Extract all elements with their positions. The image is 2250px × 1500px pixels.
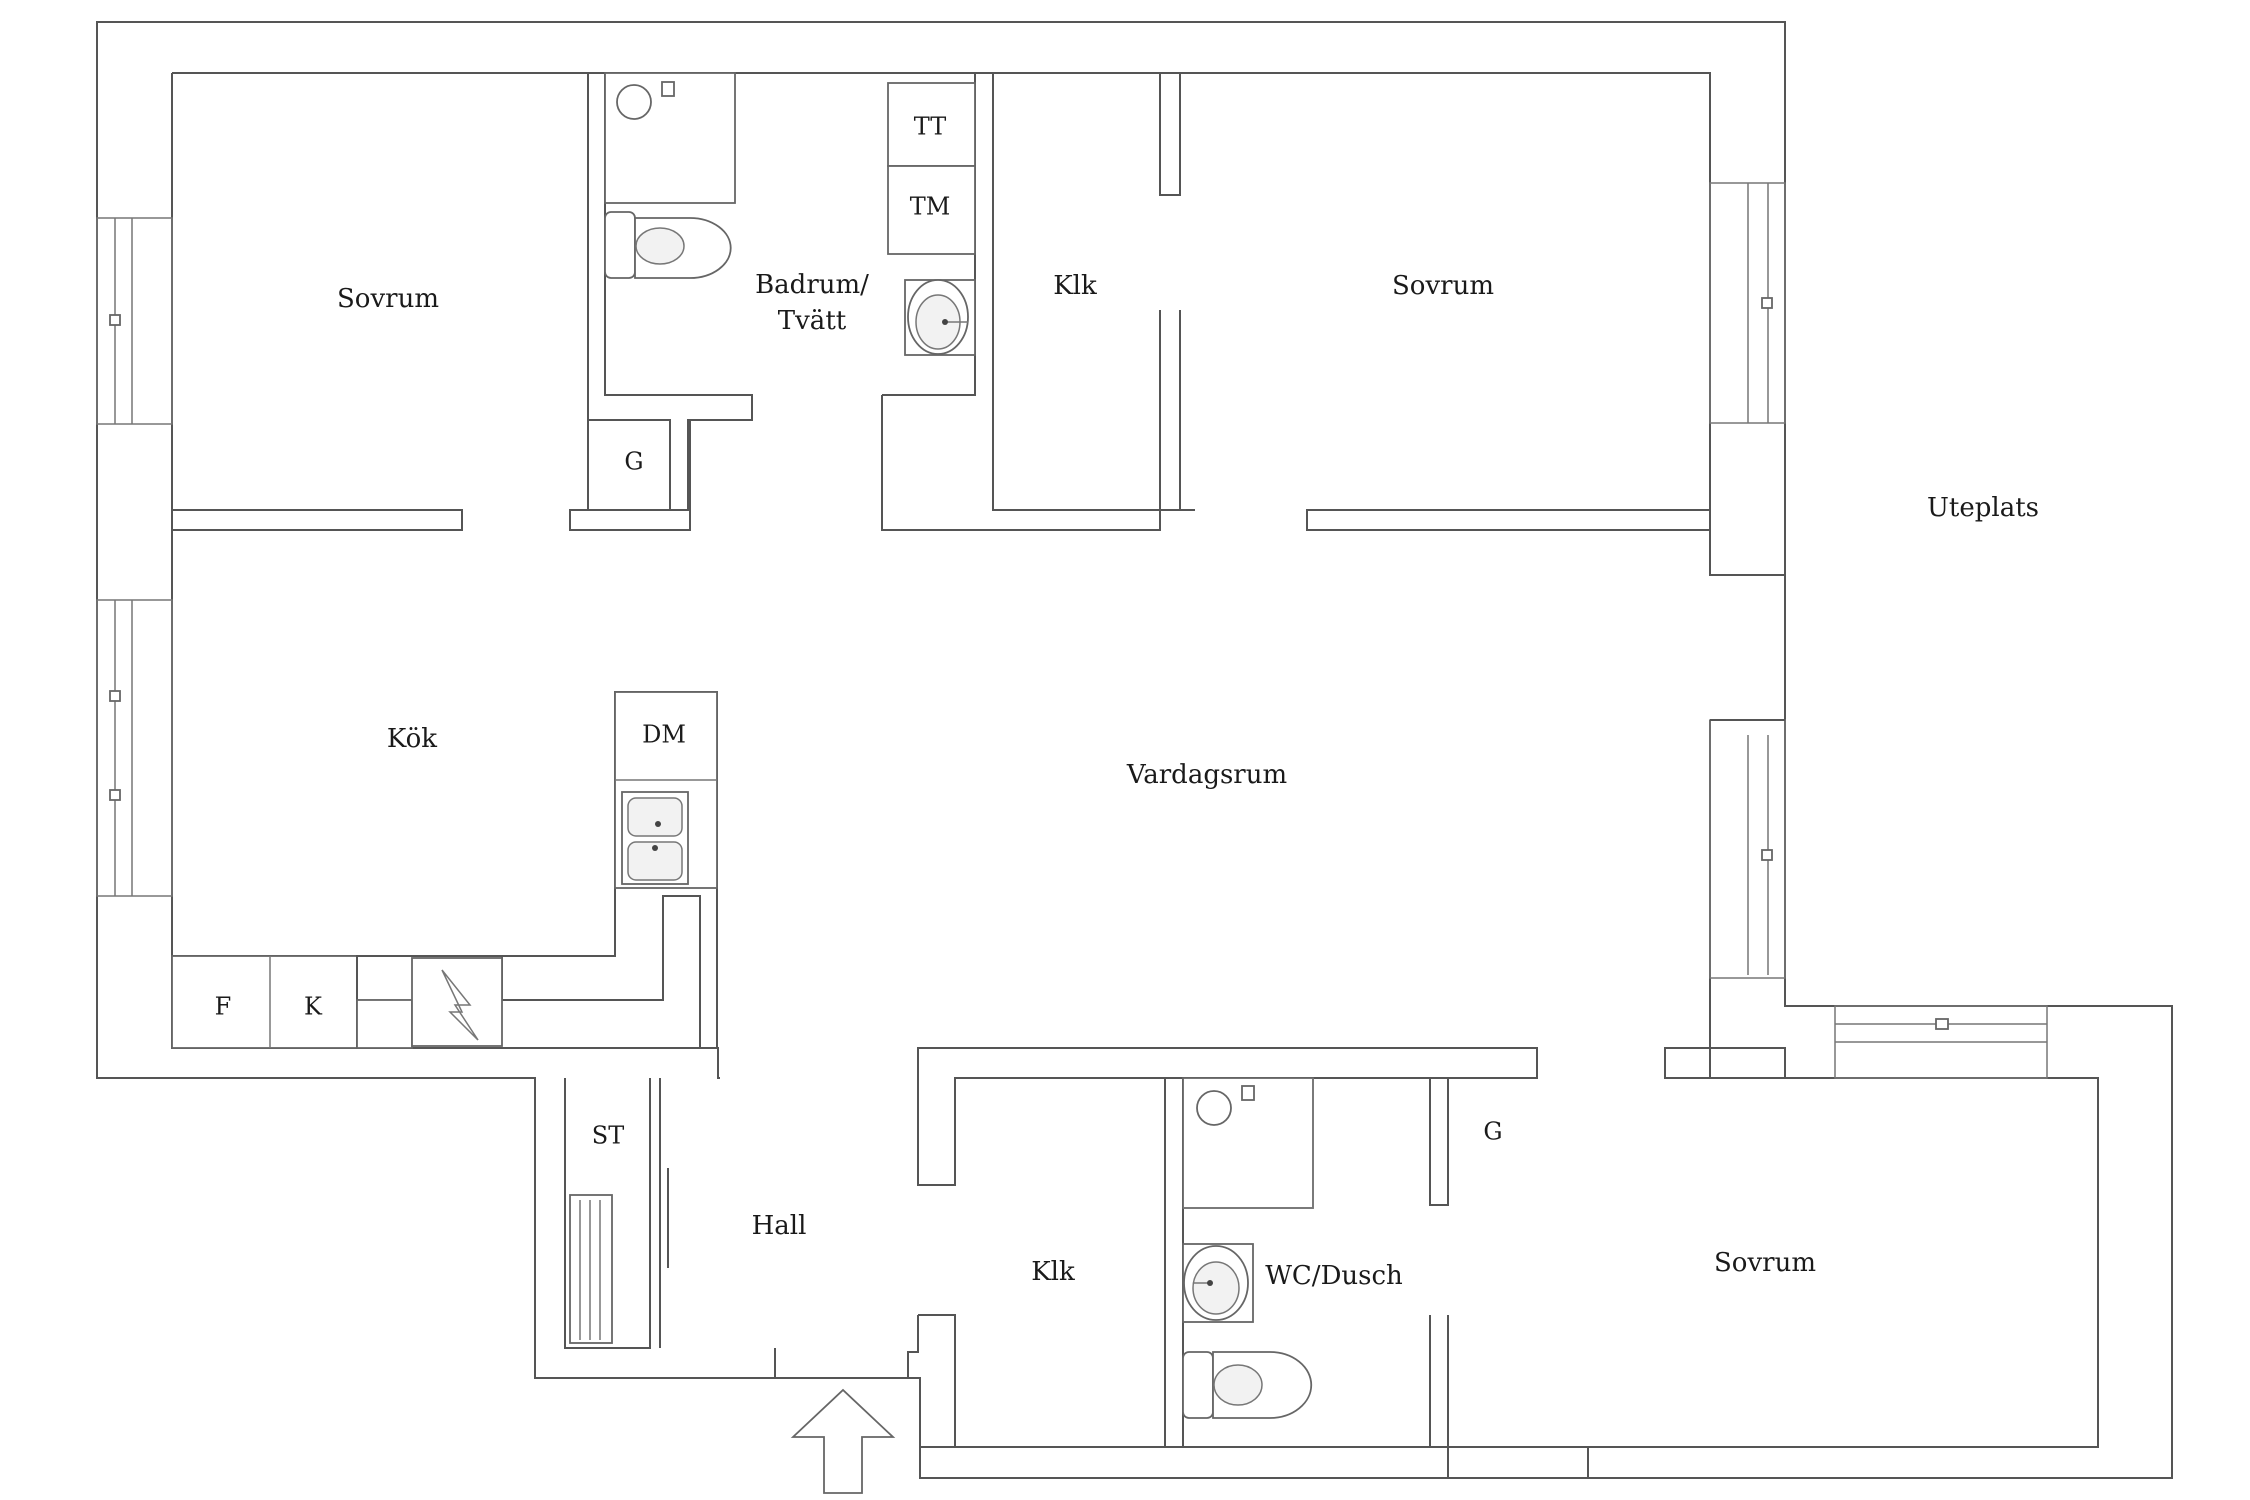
room-label-k: K (304, 993, 323, 1021)
room-label-f: F (215, 993, 232, 1021)
window-icon (96, 182, 2048, 1079)
entrance-arrow-icon (790, 1388, 896, 1494)
stove-icon (411, 957, 503, 1047)
room-label-tm: TM (910, 193, 951, 221)
room-label-tt: TT (914, 113, 946, 141)
room-label-sovrum-se: Sovrum (1714, 1248, 1816, 1278)
room-label-sovrum-ne: Sovrum (1392, 271, 1494, 301)
toilet-icon (1182, 1351, 1313, 1419)
room-label-st: ST (592, 1122, 624, 1150)
room-label-badrum-line2: Tvätt (778, 306, 847, 336)
room-label-kok: Kök (387, 724, 437, 754)
toilet-icon (604, 211, 732, 279)
room-label-hall: Hall (752, 1211, 807, 1241)
room-label-sovrum-nw: Sovrum (337, 284, 439, 314)
room-label-badrum-line1: Badrum/ (755, 270, 869, 300)
room-labels: Sovrum Badrum/ Tvätt TT TM Klk Sovrum G … (215, 113, 2039, 1292)
room-label-dm: DM (642, 721, 686, 749)
shower-icon (1182, 1077, 1314, 1209)
room-label-klk-south: Klk (1031, 1257, 1075, 1287)
room-label-klk-north: Klk (1053, 271, 1097, 301)
sink-icon (904, 279, 976, 356)
room-label-vardagsrum: Vardagsrum (1126, 760, 1287, 790)
room-label-wc-dusch: WC/Dusch (1265, 1261, 1403, 1291)
room-label-g-wc: G (1483, 1118, 1502, 1146)
shower-icon (604, 72, 736, 204)
storage-rack (569, 1194, 613, 1344)
room-label-uteplats: Uteplats (1927, 493, 2039, 523)
sink-icon (1182, 1243, 1254, 1323)
sink-icon (621, 791, 689, 885)
room-label-g-bath: G (624, 448, 643, 476)
cabinet-tt-tm (887, 82, 976, 255)
